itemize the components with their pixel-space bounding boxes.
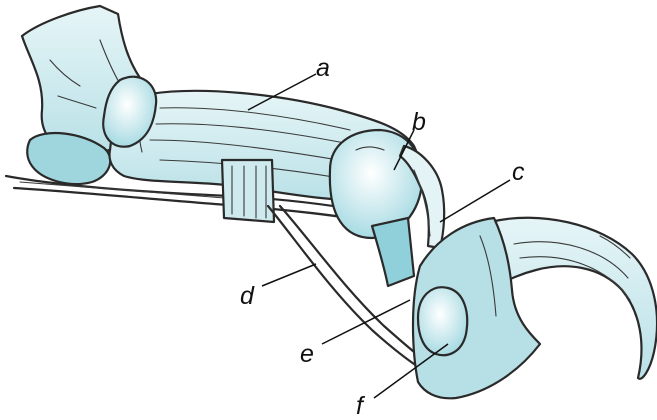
leader-c bbox=[440, 180, 510, 222]
tendon-band bbox=[222, 160, 274, 222]
collateral-ligament bbox=[372, 218, 414, 286]
label-e: e bbox=[300, 340, 314, 368]
label-b: b bbox=[412, 108, 426, 136]
label-f: f bbox=[356, 392, 366, 420]
label-a: a bbox=[316, 54, 330, 82]
articular-surface bbox=[418, 287, 467, 355]
label-c: c bbox=[512, 158, 525, 186]
label-d: d bbox=[240, 282, 255, 310]
leader-d bbox=[262, 264, 316, 286]
